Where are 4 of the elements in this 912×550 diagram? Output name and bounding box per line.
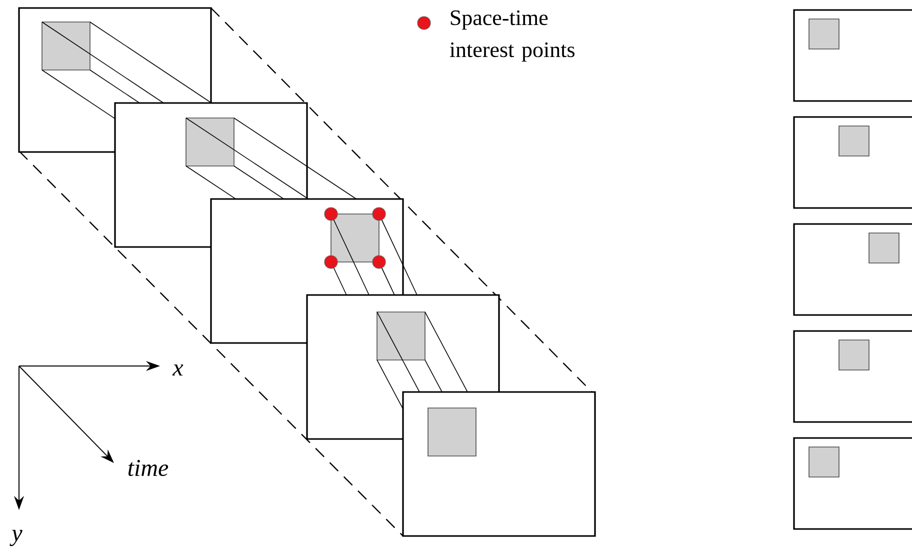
axis-label: y	[10, 530, 22, 546]
axis-label: x	[172, 364, 184, 376]
legend-label: Space-time interest points	[450, 10, 574, 62]
axis-label: time	[128, 460, 168, 476]
